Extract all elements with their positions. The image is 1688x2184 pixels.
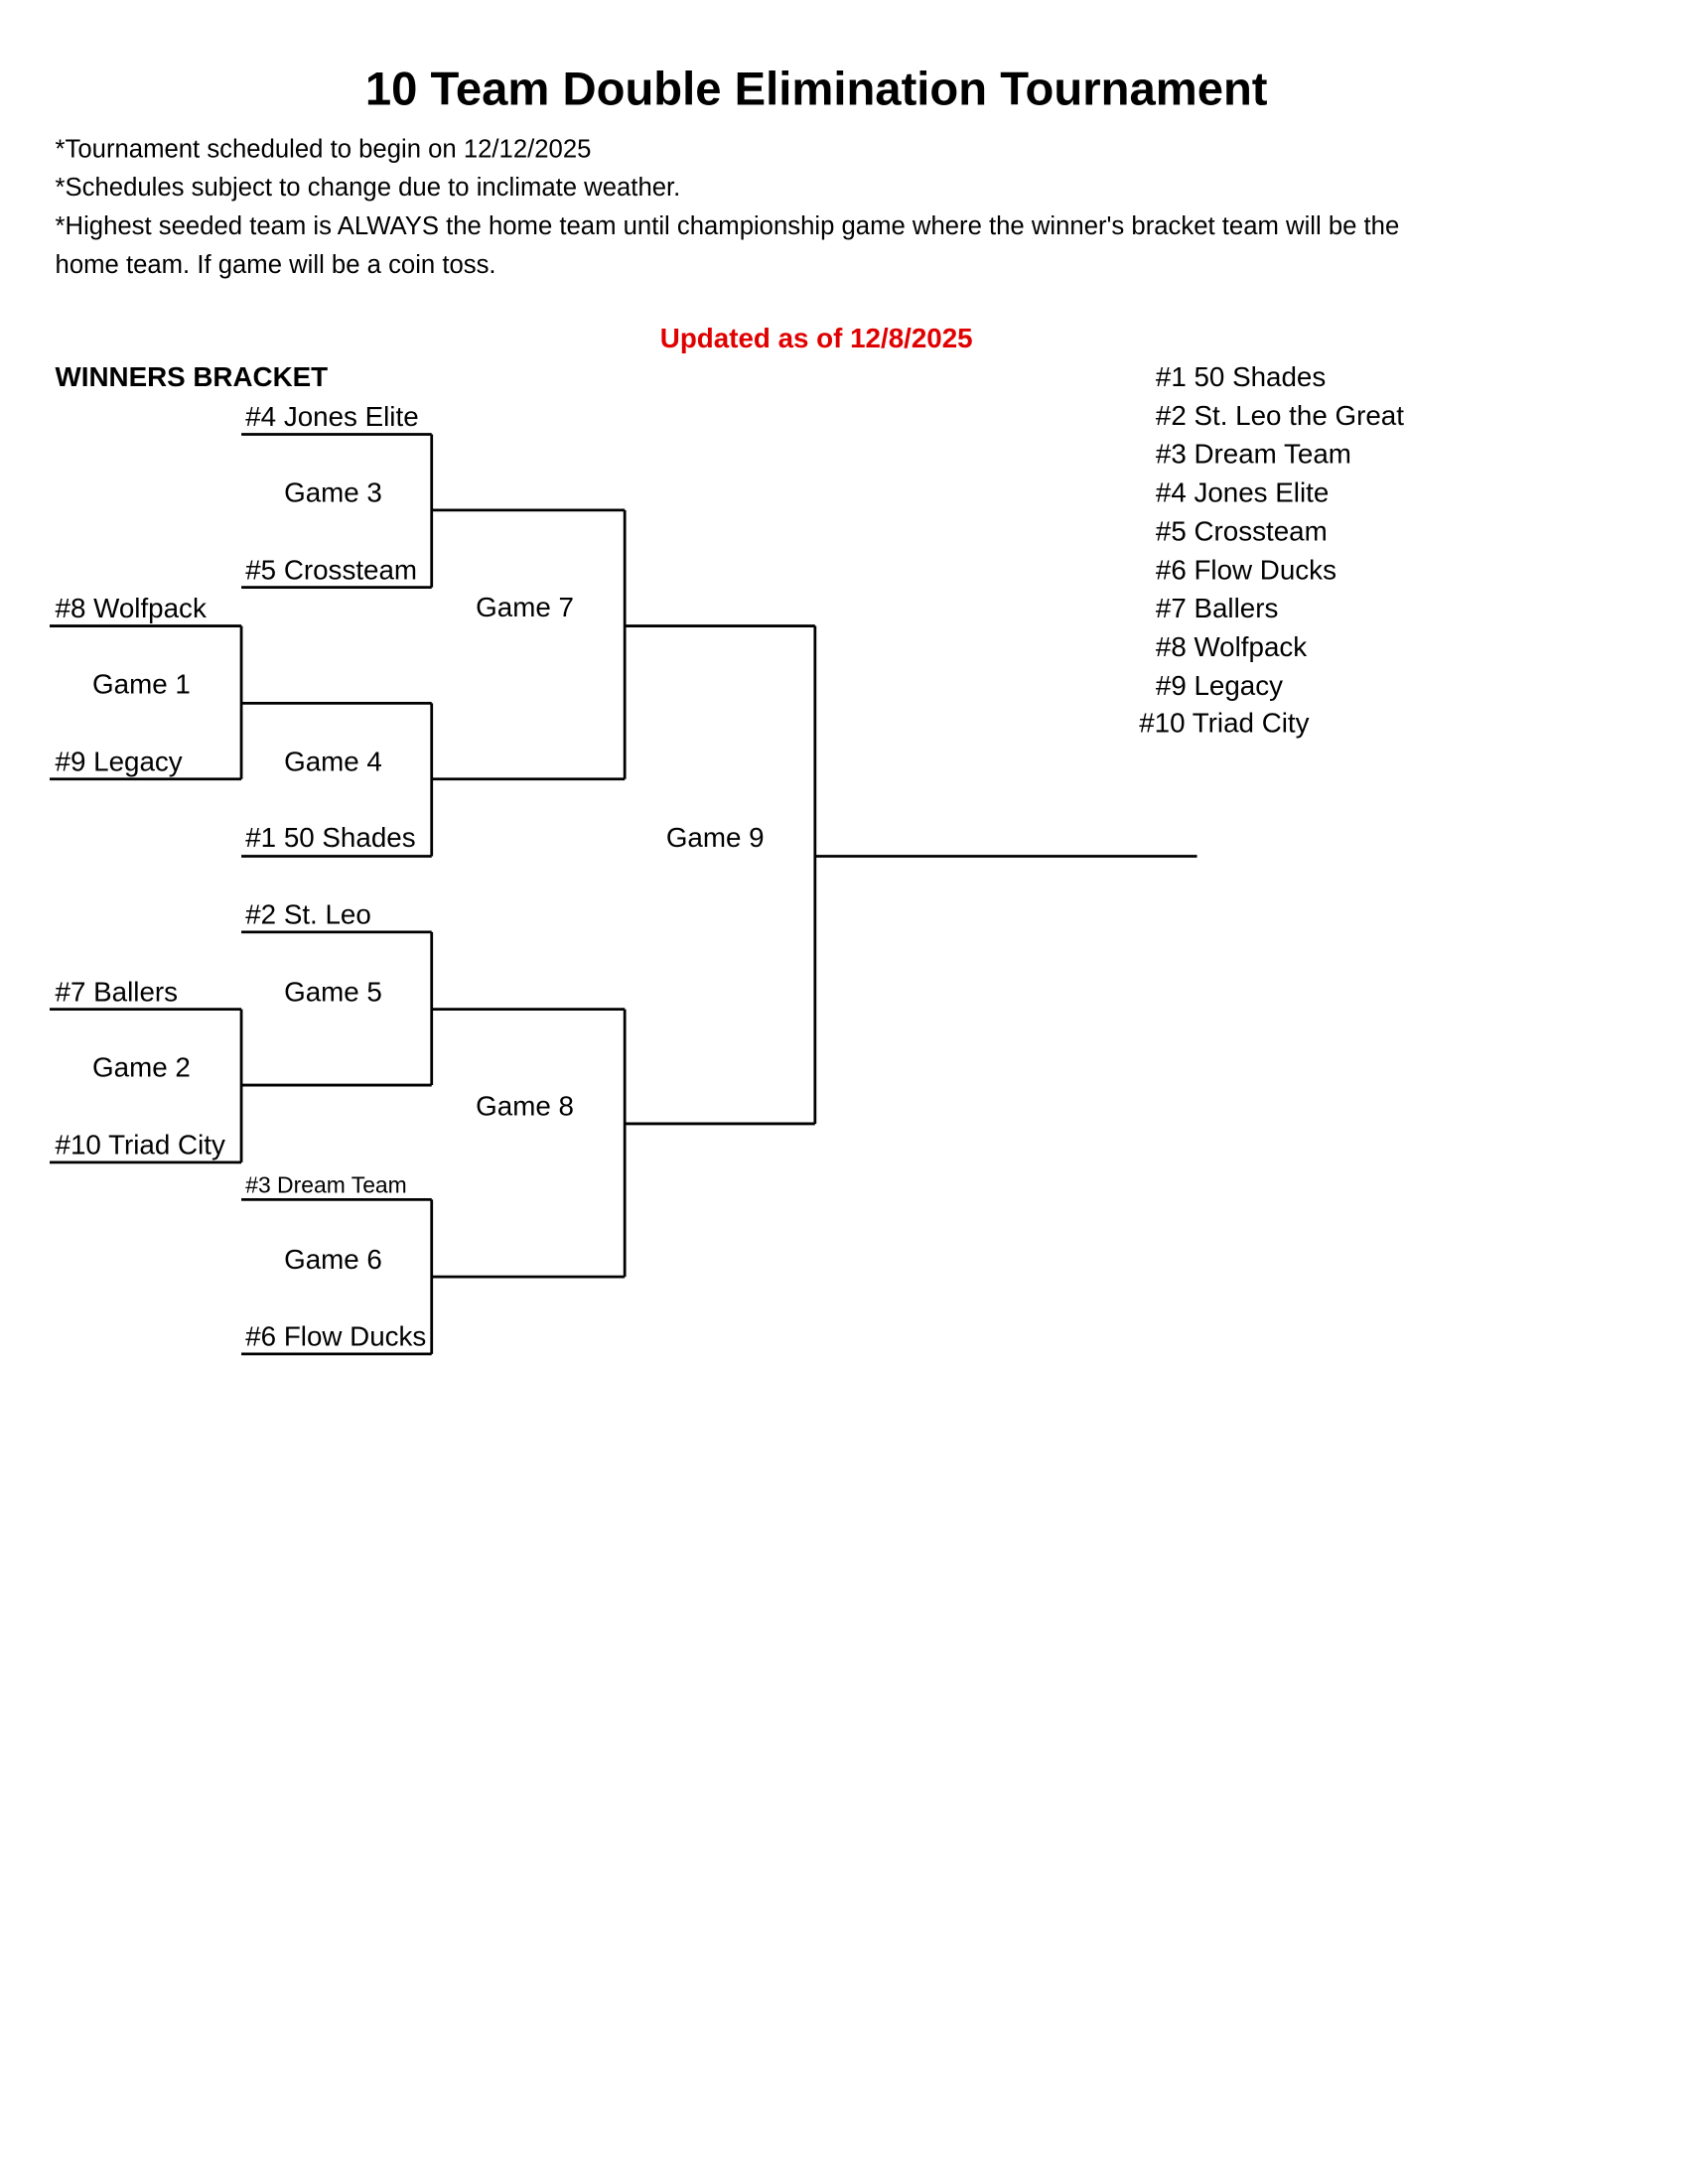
seed-item: #2 St. Leo the Great [1156, 400, 1404, 431]
page-title: 10 Team Double Elimination Tournament [365, 64, 1268, 116]
game5-top-team: #2 St. Leo [245, 899, 371, 930]
seed-item: #5 Crossteam [1156, 515, 1328, 546]
seed-item: #9 Legacy [1156, 670, 1283, 701]
game7-label: Game 7 [476, 592, 574, 622]
note-weather: *Schedules subject to change due to incl… [56, 174, 681, 202]
bracket-lines [50, 433, 1197, 1356]
seed-item: #10 Triad City [1139, 708, 1309, 739]
note-start-date: *Tournament scheduled to begin on 12/12/… [56, 135, 592, 163]
note-home-team: *Highest seeded team is ALWAYS the home … [56, 212, 1400, 240]
game4-label: Game 4 [284, 746, 382, 776]
bracket-title: WINNERS BRACKET [56, 361, 329, 392]
game2-bottom-team: #10 Triad City [56, 1130, 225, 1160]
game3-bottom-team: #5 Crossteam [245, 554, 417, 585]
game5-label: Game 5 [284, 976, 382, 1007]
seed-item: #7 Ballers [1156, 593, 1278, 623]
game6-bottom-team: #6 Flow Ducks [245, 1321, 426, 1352]
game4-bottom-team: #1 50 Shades [245, 822, 415, 853]
seed-item: #1 50 Shades [1156, 361, 1326, 392]
game9-label: Game 9 [666, 822, 765, 853]
game3-top-team: #4 Jones Elite [245, 401, 418, 432]
seed-item: #3 Dream Team [1156, 439, 1351, 470]
game2-top-team: #7 Ballers [56, 976, 178, 1007]
note-home-team-cont: home team. If game will be a coin toss. [56, 251, 496, 279]
seed-item: #6 Flow Ducks [1156, 554, 1336, 585]
game1-label: Game 1 [92, 669, 191, 700]
seed-list: #1 50 Shades #2 St. Leo the Great #3 Dre… [1139, 361, 1404, 739]
game2-label: Game 2 [92, 1052, 191, 1083]
game6-top-team: #3 Dream Team [245, 1171, 407, 1197]
game3-label: Game 3 [284, 478, 382, 508]
game1-bottom-team: #9 Legacy [56, 746, 183, 776]
seed-item: #4 Jones Elite [1156, 478, 1329, 508]
updated-date: Updated as of 12/8/2025 [660, 323, 973, 353]
game1-top-team: #8 Wolfpack [56, 593, 207, 623]
seed-item: #8 Wolfpack [1156, 631, 1307, 662]
game8-label: Game 8 [476, 1091, 574, 1122]
game6-label: Game 6 [284, 1244, 382, 1275]
